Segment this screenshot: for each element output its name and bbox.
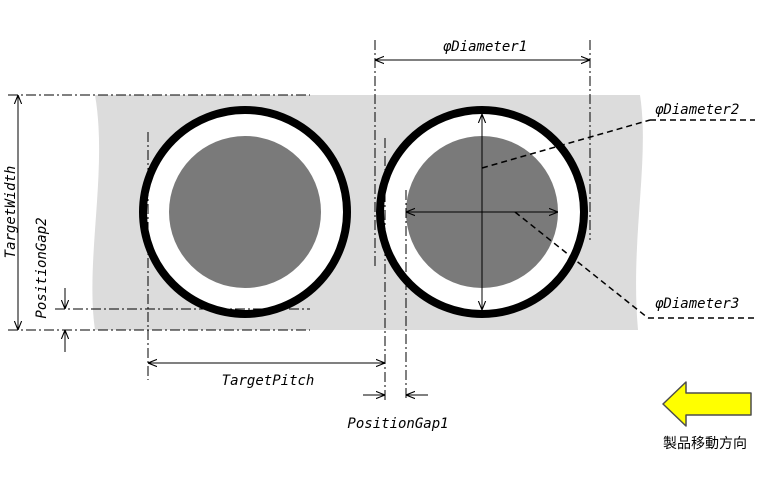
diameter2-leader [481, 119, 651, 169]
diameter1-label: φDiameter1 [443, 39, 527, 55]
left-arrow-icon [662, 381, 752, 427]
position-gap1-label: PositionGap1 [347, 416, 448, 432]
position-gap2-label: PositionGap2 [34, 217, 50, 318]
diameter3-leader [514, 211, 649, 319]
diameter2-label: φDiameter2 [655, 102, 739, 118]
left-target-disc [169, 136, 321, 288]
movement-direction-label: 製品移動方向 [663, 436, 747, 452]
diameter3-label: φDiameter3 [655, 296, 739, 312]
target-pitch-label: TargetPitch [222, 373, 315, 389]
target-width-label: TargetWidth [3, 166, 19, 259]
